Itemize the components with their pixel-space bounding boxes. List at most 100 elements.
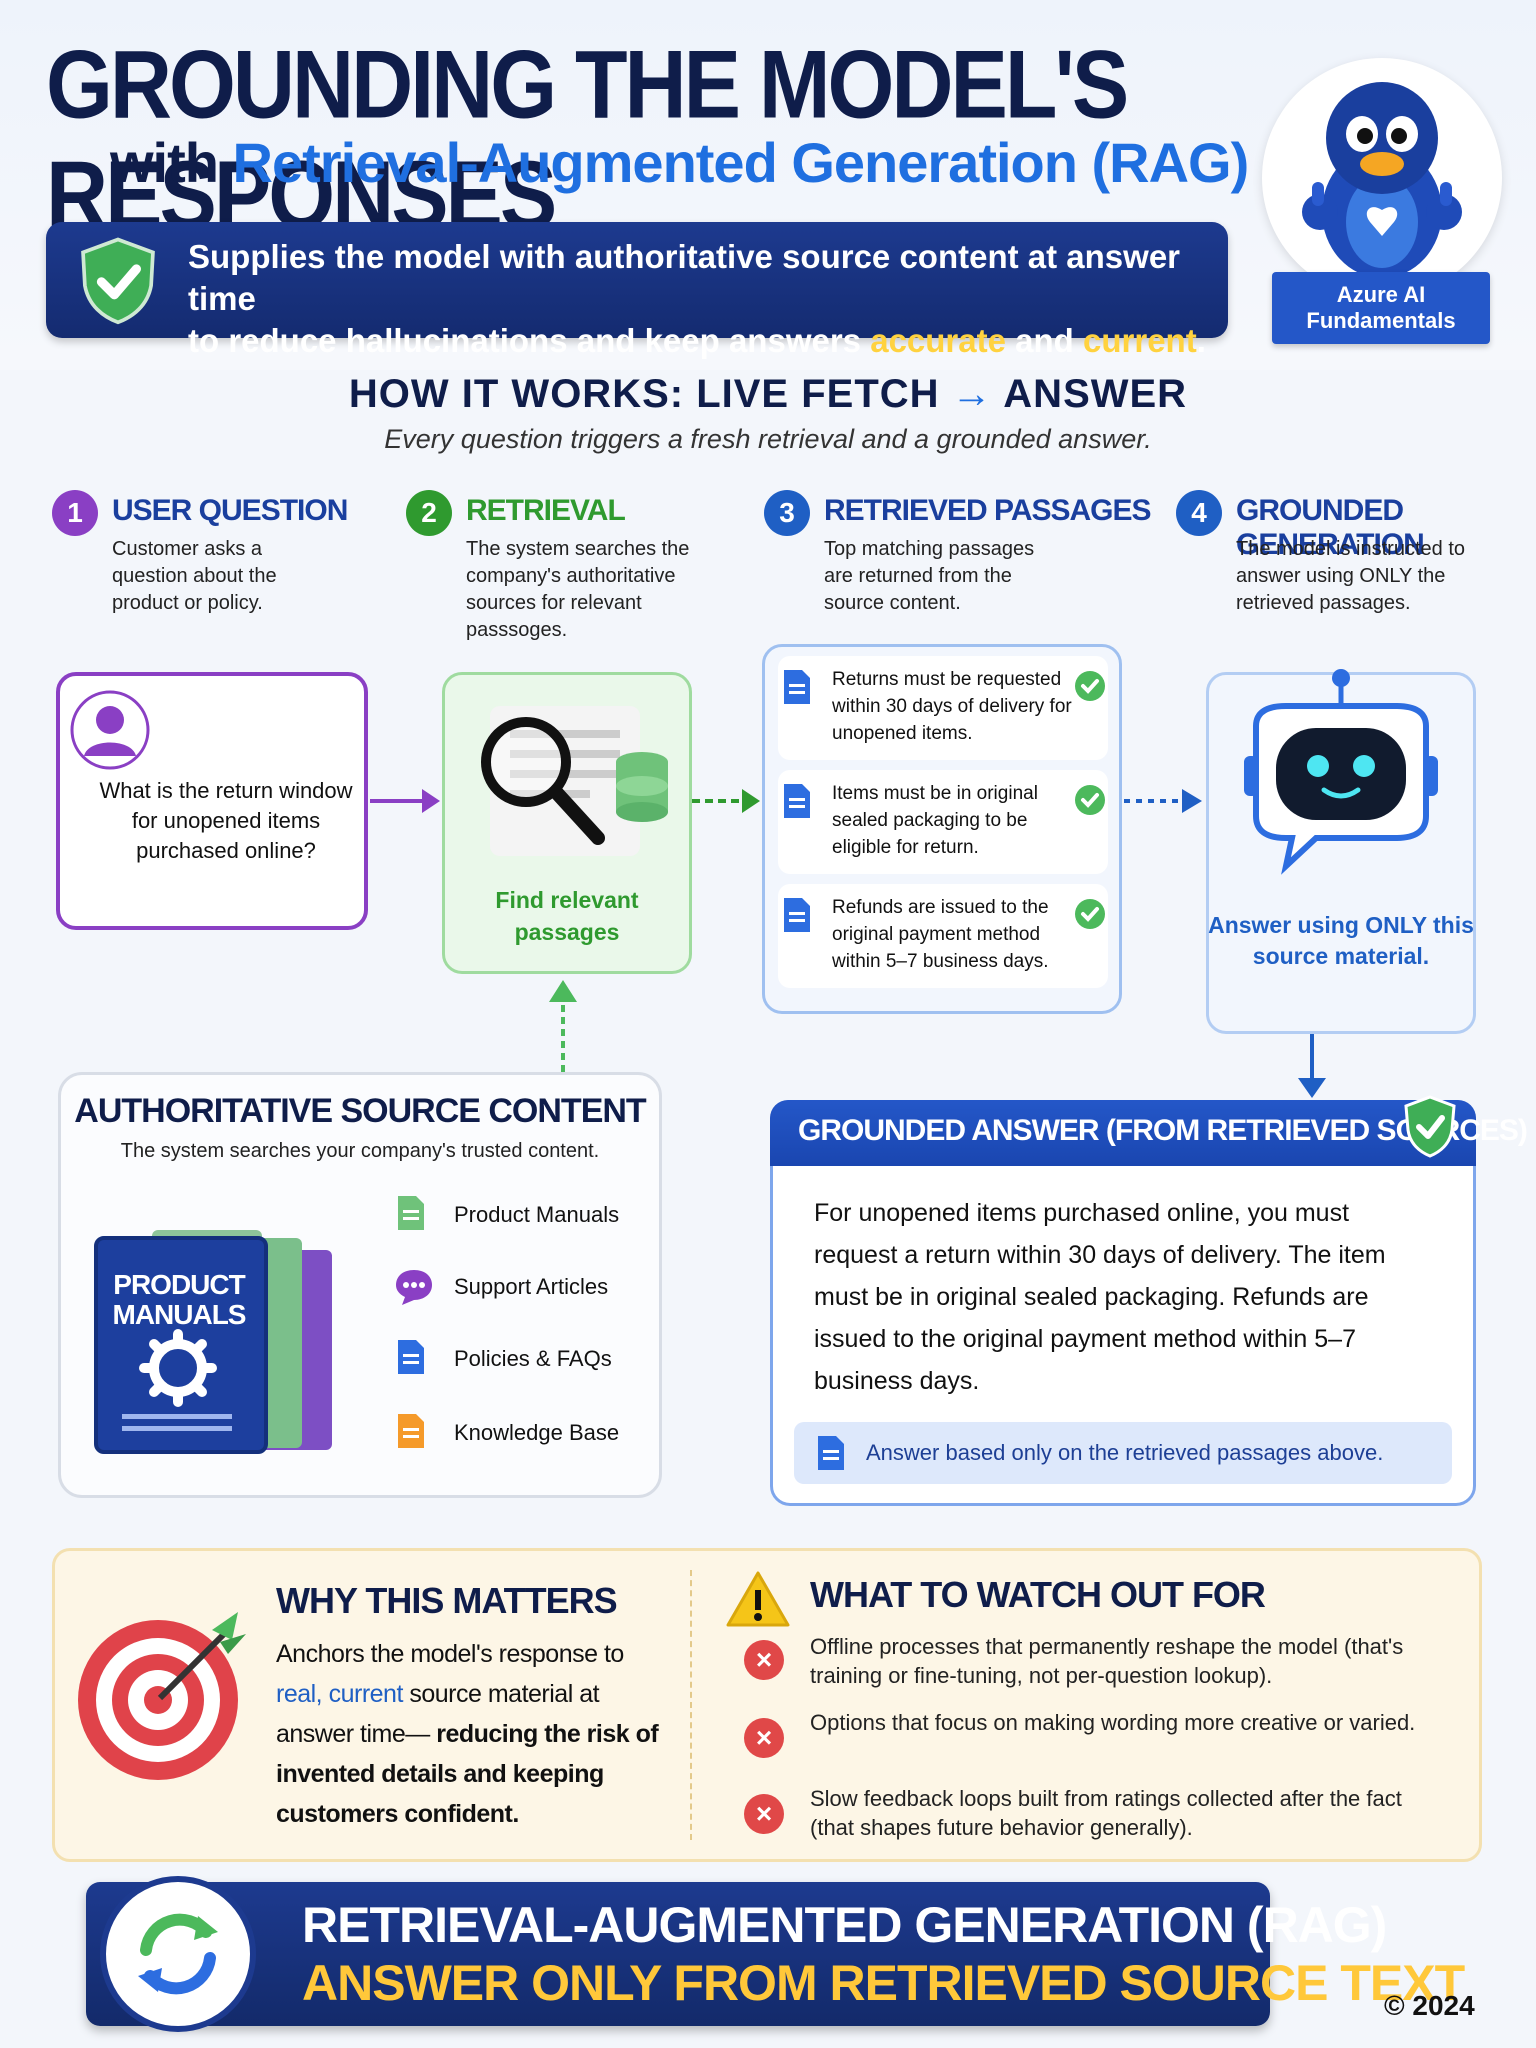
why-text-1: Anchors the model's response to [276, 1640, 624, 1668]
footer-line-1: RETRIEVAL-AUGMENTED GENERATION (RAG) [302, 1897, 1387, 1953]
banner-line-2: to reduce hallucinations and keep answer… [188, 320, 1208, 362]
step-2-number: 2 [406, 490, 452, 536]
document-green-icon [398, 1196, 424, 1230]
question-text: What is the return window for unopened i… [99, 778, 353, 863]
summary-banner: Supplies the model with authoritative so… [46, 222, 1228, 359]
page-title: GROUNDING THE MODEL'S RESPONSES [46, 31, 1129, 250]
copyright: © 2024 [1384, 1990, 1475, 2021]
arrow-right-icon: → [951, 372, 993, 416]
source-title: AUTHORITATIVE SOURCE CONTENT [74, 1092, 646, 1130]
watch-item-2: Options that focus on making wording mor… [810, 1710, 1416, 1735]
passage-text-2: Items must be in original sealed packagi… [832, 783, 1038, 858]
banner-and: and [1015, 322, 1074, 359]
hiw-title-a: HOW IT WORKS: LIVE FETCH [348, 372, 940, 416]
magnifier-database-icon [481, 706, 668, 856]
grounded-answer-header [770, 1100, 1476, 1166]
step-3-desc: Top matching passages are returned from … [824, 538, 1035, 614]
chat-bubble-icon [396, 1270, 432, 1305]
robot-assistant-icon [1244, 669, 1438, 875]
step-4-desc: The model is instructed to answer using … [1236, 538, 1465, 614]
warning-icon [726, 1571, 790, 1627]
document-orange-icon [398, 1414, 424, 1448]
passage-card [778, 884, 1108, 988]
passage-text-3: Refunds are issued to the original payme… [832, 897, 1049, 972]
badge-line-2: Fundamentals [1306, 308, 1456, 333]
x-circle-icon: × [744, 1794, 784, 1834]
document-icon [784, 670, 810, 704]
footer-icon-circle [100, 1876, 256, 2032]
why-real: real, [276, 1680, 323, 1708]
panel-divider [690, 1570, 692, 1840]
hiw-title-b: ANSWER [1003, 372, 1188, 416]
why-current: current [328, 1680, 404, 1708]
step-1-desc: Customer asks a question about the produ… [112, 538, 277, 614]
why-text: Anchors the model's response to real, cu… [276, 1634, 676, 1834]
watch-item-3: Slow feedback loops built from ratings c… [810, 1786, 1402, 1840]
banner-end: . [1196, 322, 1206, 359]
banner-current: current [1083, 322, 1197, 359]
section-subtitle-how-it-works: Every question triggers a fresh retrieva… [384, 424, 1152, 454]
document-icon [784, 784, 810, 818]
section-title-how-it-works: HOW IT WORKS: LIVE FETCH → ANSWER [0, 372, 1536, 417]
azure-badge: Azure AI Fundamentals [1272, 272, 1490, 344]
book-label-line-2: MANUALS [112, 1299, 247, 1330]
document-icon [818, 1436, 844, 1470]
passage-text-1: Returns must be requested within 30 days… [832, 669, 1072, 744]
step-1-number: 1 [52, 490, 98, 536]
retrieval-label: Find relevant passages [495, 887, 639, 945]
mascot-avatar [1262, 58, 1502, 298]
source-item-support-articles: Support Articles [454, 1274, 609, 1299]
step-2-desc: The system searches the company's author… [466, 538, 690, 641]
shield-check-icon [81, 237, 155, 325]
generation-label: Answer using ONLY this source material. [1208, 912, 1474, 969]
user-avatar-icon [70, 690, 150, 770]
books-stack-icon [94, 1230, 332, 1454]
banner-text: Supplies the model with authoritative so… [188, 236, 1208, 362]
target-icon [78, 1612, 246, 1780]
step-4-number: 4 [1176, 490, 1222, 536]
footer-line-2: ANSWER ONLY FROM RETRIEVED SOURCE TEXT [302, 1955, 1465, 2011]
footer-banner [86, 1882, 1270, 2026]
source-item-product-manuals: Product Manuals [454, 1202, 620, 1227]
source-item-knowledge-base: Knowledge Base [454, 1420, 620, 1445]
banner-line-2-a: to reduce hallucinations and keep answer… [188, 322, 862, 359]
penguin-mascot-icon [1302, 82, 1462, 278]
why-text-2: source material at answer time— [276, 1680, 600, 1748]
arrow-right-icon [692, 789, 760, 813]
shield-check-icon [1404, 1095, 1456, 1158]
arrow-down-icon [1298, 1034, 1326, 1098]
step-1-title: USER QUESTION [112, 494, 348, 527]
x-circle-icon: × [744, 1718, 784, 1758]
step-2-title: RETRIEVAL [466, 494, 626, 527]
source-subtitle: The system searches your company's trust… [120, 1140, 600, 1162]
arrow-up-icon [549, 980, 577, 1072]
check-circle-icon [1075, 671, 1105, 701]
grounded-answer-text: For unopened items purchased online, you… [814, 1199, 1386, 1395]
why-text-3: reducing the risk of invented details an… [276, 1720, 659, 1828]
step-3-number: 3 [764, 490, 810, 536]
refresh-cycle-icon [138, 1913, 218, 1995]
document-icon [784, 898, 810, 932]
answer-note-text: Answer based only on the retrieved passa… [866, 1440, 1384, 1465]
banner-accurate: accurate [870, 322, 1006, 359]
step-4-title: GROUNDED GENERATION [1236, 494, 1425, 561]
answer-note-box [794, 1422, 1452, 1484]
subtitle-highlight: Retrieval-Augmented Generation (RAG) [232, 131, 1250, 194]
passage-card [778, 656, 1108, 760]
check-circle-icon [1075, 899, 1105, 929]
banner-line-1: Supplies the model with authoritative so… [188, 238, 1181, 317]
passage-card [778, 770, 1108, 874]
document-blue-icon [398, 1340, 424, 1374]
page-subtitle: with Retrieval-Augmented Generation (RAG… [110, 130, 1250, 195]
book-cover-label: PRODUCT MANUALS [92, 1270, 266, 1330]
x-circle-icon: × [744, 1640, 784, 1680]
why-title: WHY THIS MATTERS [276, 1580, 618, 1621]
subtitle-prefix: with [110, 131, 219, 194]
check-circle-icon [1075, 785, 1105, 815]
arrow-right-icon [370, 789, 440, 813]
watch-item-1: Offline processes that permanently resha… [810, 1634, 1404, 1688]
watch-title: WHAT TO WATCH OUT FOR [810, 1574, 1266, 1615]
arrow-right-icon [1124, 789, 1202, 813]
step-3-title: RETRIEVED PASSAGES [824, 494, 1152, 527]
source-item-policies-faqs: Policies & FAQs [454, 1346, 612, 1371]
